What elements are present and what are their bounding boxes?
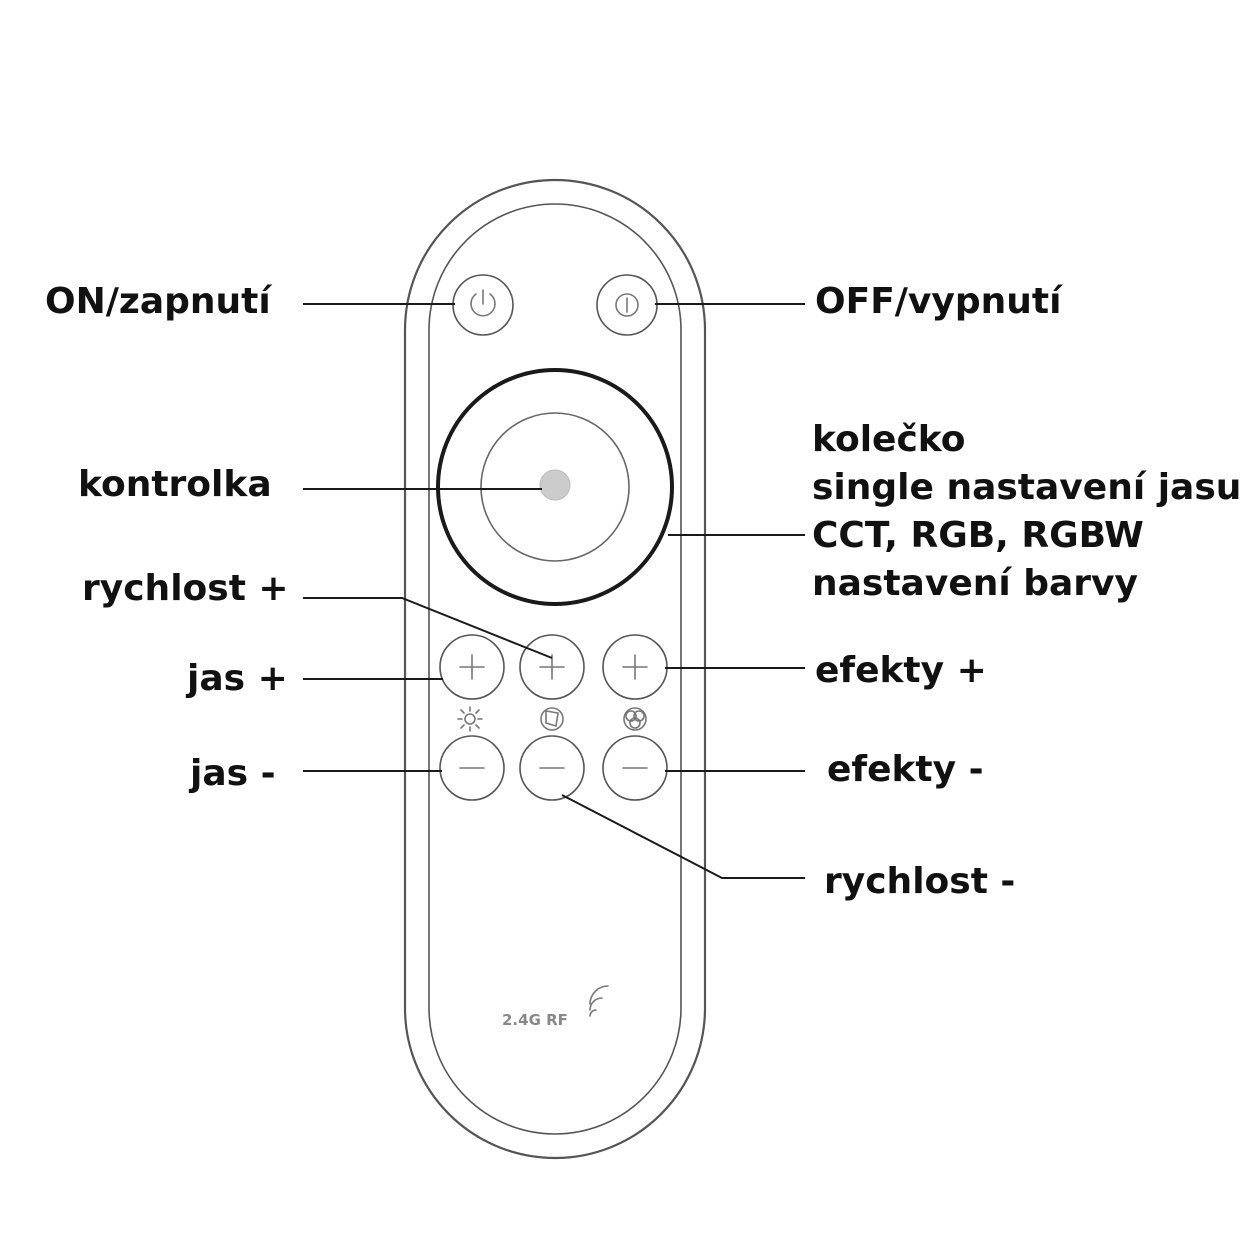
indicator-light: [539, 469, 571, 501]
plus-icon: [622, 654, 648, 680]
speed-plus-button[interactable]: [519, 634, 585, 700]
label-effects-plus: efekty +: [815, 650, 987, 691]
label-on: ON/zapnutí: [45, 281, 272, 322]
rgb-circles-icon: [623, 707, 647, 731]
label-wheel-line1: kolečko: [812, 419, 966, 460]
leader-speed-minus: [561, 794, 805, 879]
brightness-minus-button[interactable]: [439, 735, 505, 801]
label-wheel-line4: nastavení barvy: [812, 563, 1138, 604]
plus-icon: [459, 654, 485, 680]
plus-icon: [539, 654, 565, 680]
label-effects-minus: efekty -: [827, 749, 984, 790]
label-indicator: kontrolka: [78, 464, 272, 505]
leader-speed-plus: [303, 597, 553, 659]
label-brightness-minus: jas -: [188, 753, 276, 794]
label-off: OFF/vypnutí: [815, 281, 1063, 322]
label-wheel-line2: single nastavení jasu: [812, 467, 1241, 508]
aperture-icon: [540, 707, 564, 731]
leader-lines: [303, 303, 805, 879]
off-button[interactable]: [596, 274, 658, 336]
rf-badge: 2.4G RF: [502, 985, 609, 1029]
rf-badge-text: 2.4G RF: [502, 1011, 568, 1029]
power-icon: [470, 289, 496, 317]
speed-minus-button[interactable]: [519, 735, 585, 801]
standby-icon: [615, 293, 639, 317]
label-brightness-plus: jas +: [185, 658, 288, 699]
label-speed-minus: rychlost -: [824, 861, 1015, 902]
effects-plus-button[interactable]: [602, 634, 668, 700]
wireless-signal-icon: [589, 985, 609, 1017]
brightness-plus-button[interactable]: [439, 634, 505, 700]
on-button[interactable]: [452, 274, 514, 336]
sun-icon: [457, 706, 483, 732]
label-wheel: kolečko single nastavení jasu CCT, RGB, …: [812, 419, 1241, 604]
label-wheel-line3: CCT, RGB, RGBW: [812, 515, 1144, 556]
effects-minus-button[interactable]: [602, 735, 668, 801]
label-speed-plus: rychlost +: [82, 568, 289, 609]
